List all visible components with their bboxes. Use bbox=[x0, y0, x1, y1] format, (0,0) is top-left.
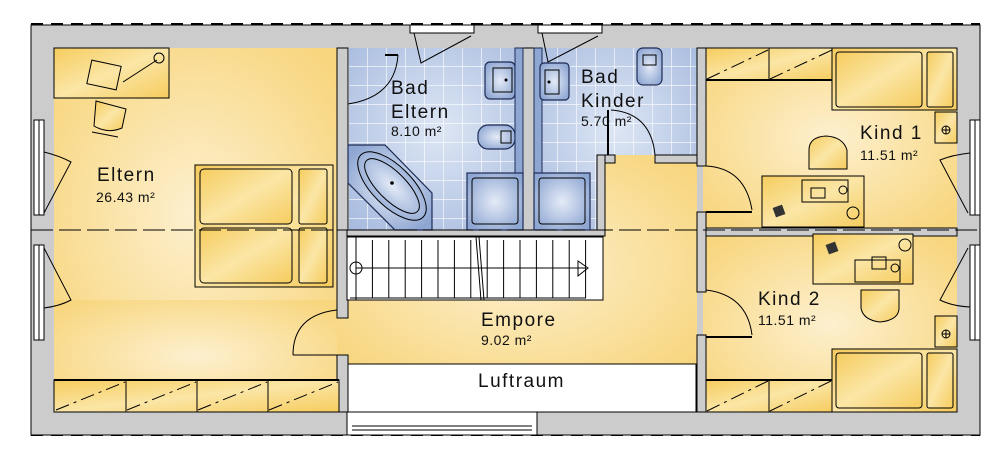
stair-direction-arrow bbox=[577, 260, 589, 278]
phone-icon bbox=[772, 204, 786, 218]
kind2-chair bbox=[860, 289, 900, 323]
shower-bad-kinder bbox=[533, 172, 591, 231]
wall-eltern-empore bbox=[336, 229, 349, 319]
room-area-eltern: 26.43 m² bbox=[96, 189, 155, 205]
shower-bad-eltern bbox=[466, 172, 524, 231]
toilet-bad-kinder bbox=[636, 47, 663, 86]
room-area-kind1: 11.51 m² bbox=[860, 147, 918, 163]
wall-bad-bad bbox=[522, 47, 535, 231]
kind1-chair bbox=[808, 135, 848, 170]
kind2-desk bbox=[812, 233, 914, 285]
staircase bbox=[346, 236, 604, 301]
door-bad-eltern[interactable] bbox=[347, 54, 399, 105]
lamp-icon bbox=[153, 52, 165, 64]
wall-bad-kind1 bbox=[696, 47, 707, 167]
wall-badkinder-lower bbox=[596, 154, 606, 231]
room-label-bad-eltern-1: Bad bbox=[391, 78, 429, 99]
eltern-chair-small bbox=[86, 59, 122, 91]
room-label-luftraum: Luftraum bbox=[478, 371, 565, 392]
wall-eltern-bad bbox=[336, 47, 349, 231]
window-bad-eltern bbox=[409, 24, 475, 34]
stair-steps bbox=[371, 240, 587, 298]
room-area-empore: 9.02 m² bbox=[481, 332, 532, 348]
door-eltern[interactable] bbox=[292, 309, 338, 356]
bidet bbox=[477, 124, 516, 150]
eltern-armchair bbox=[93, 100, 127, 132]
room-area-kind2: 11.51 m² bbox=[758, 312, 816, 328]
room-label-eltern: Eltern bbox=[97, 165, 156, 186]
kind1-wardrobe bbox=[705, 47, 835, 81]
room-label-bad-kinder-1: Bad bbox=[581, 67, 619, 88]
wall-empore-kind2 bbox=[696, 334, 707, 413]
room-area-bad-eltern: 8.10 m² bbox=[391, 123, 442, 139]
kind2-wardrobe bbox=[705, 379, 833, 413]
door-bad-kinder[interactable] bbox=[610, 109, 656, 156]
room-area-bad-kinder: 5.70 m² bbox=[581, 113, 632, 129]
eltern-desk bbox=[53, 47, 170, 99]
room-label-kind1: Kind 1 bbox=[860, 123, 923, 144]
room-label-kind2: Kind 2 bbox=[758, 289, 821, 310]
room-label-bad-kinder-2: Kinder bbox=[581, 91, 645, 112]
eltern-wardrobe bbox=[53, 379, 340, 413]
wall-empore-kinder bbox=[696, 211, 707, 293]
phone-icon bbox=[825, 241, 839, 255]
door-kind1[interactable] bbox=[705, 165, 753, 211]
door-kind2[interactable] bbox=[705, 289, 753, 336]
room-label-bad-eltern-2: Eltern bbox=[391, 102, 450, 123]
stair-start-icon bbox=[349, 261, 363, 275]
window-bad-kinder bbox=[537, 24, 603, 34]
luftraum-window bbox=[346, 411, 538, 436]
room-label-empore: Empore bbox=[481, 310, 557, 331]
sink-bad-kinder bbox=[539, 62, 570, 101]
